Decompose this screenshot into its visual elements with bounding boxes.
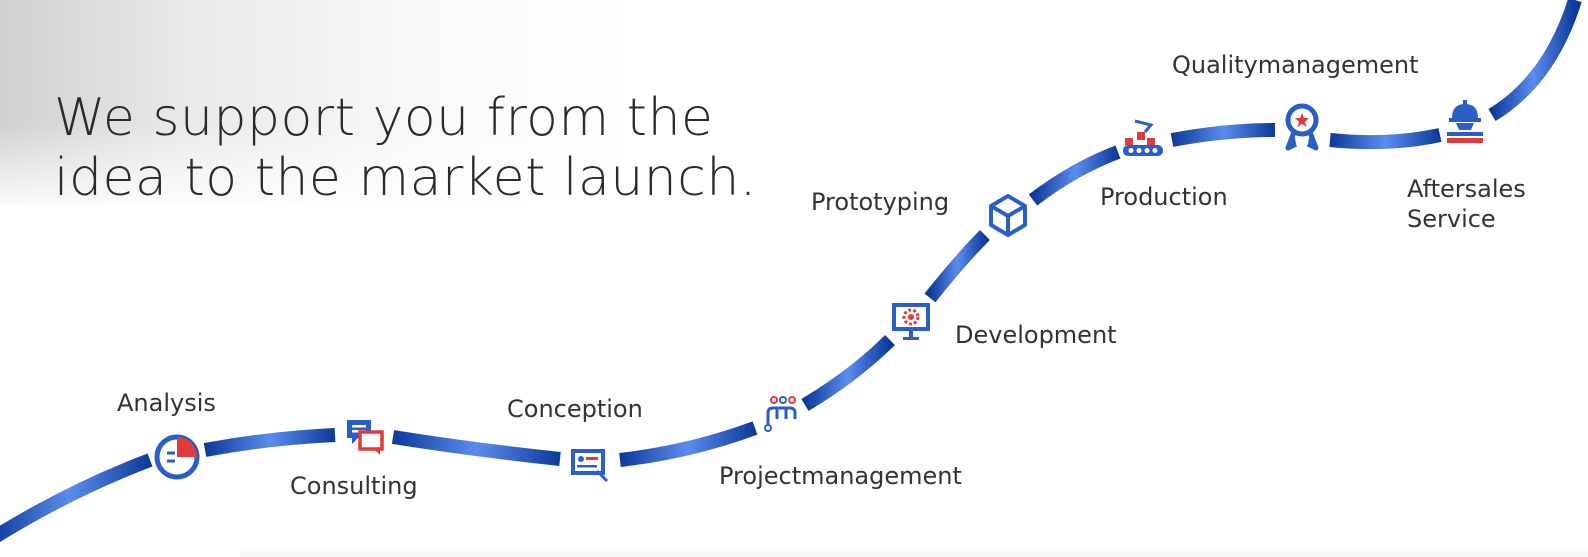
step-label-development: Development [955, 321, 1117, 349]
step-label-aftersales-line-2: Service [1407, 205, 1496, 233]
headline-line-1: We support you from the [54, 88, 714, 148]
path-segments [0, 0, 1582, 543]
path-segment-development-prototyping [924, 230, 990, 303]
robot-arm-conveyor-icon [1123, 119, 1163, 156]
path-segment-production-quality [1170, 123, 1276, 147]
step-label-analysis: Analysis [117, 389, 216, 417]
headline-line-2: idea to the market launch. [54, 148, 757, 208]
path-segment-start [0, 453, 153, 543]
path-segment-analysis-consulting [203, 428, 336, 457]
step-label-aftersales-line-1: Aftersales [1407, 175, 1526, 203]
step-label-conception: Conception [507, 395, 643, 423]
step-label-qualitymanagement: Qualitymanagement [1172, 51, 1419, 79]
document-card-icon [571, 449, 609, 483]
chat-bubbles-icon [347, 420, 384, 455]
path-segment-pm-development [801, 335, 895, 412]
step-label-consulting: Consulting [290, 472, 418, 500]
step-label-prototyping: Prototyping [811, 188, 950, 216]
path-segment-consulting-conception [391, 430, 561, 466]
award-ribbon-icon [1285, 103, 1319, 151]
headline: We support you from the idea to the mark… [54, 88, 814, 208]
path-segment-conception-pm [619, 421, 758, 467]
step-label-aftersales: Aftersales Service [1407, 174, 1526, 234]
cube-icon [989, 194, 1027, 237]
path-segment-prototyping-production [1028, 145, 1121, 206]
monitor-gear-icon [892, 303, 930, 340]
bottom-band [240, 547, 1588, 557]
workflow-nodes-icon [764, 396, 797, 432]
service-worker-icon [1447, 100, 1483, 143]
background-photo [0, 0, 640, 205]
pie-chart-icon [154, 434, 200, 480]
step-label-production: Production [1100, 183, 1228, 211]
path-segment-quality-aftersales [1329, 128, 1442, 150]
path-segment-end [1488, 0, 1582, 121]
step-label-projectmanagement: Projectmanagement [719, 462, 962, 490]
